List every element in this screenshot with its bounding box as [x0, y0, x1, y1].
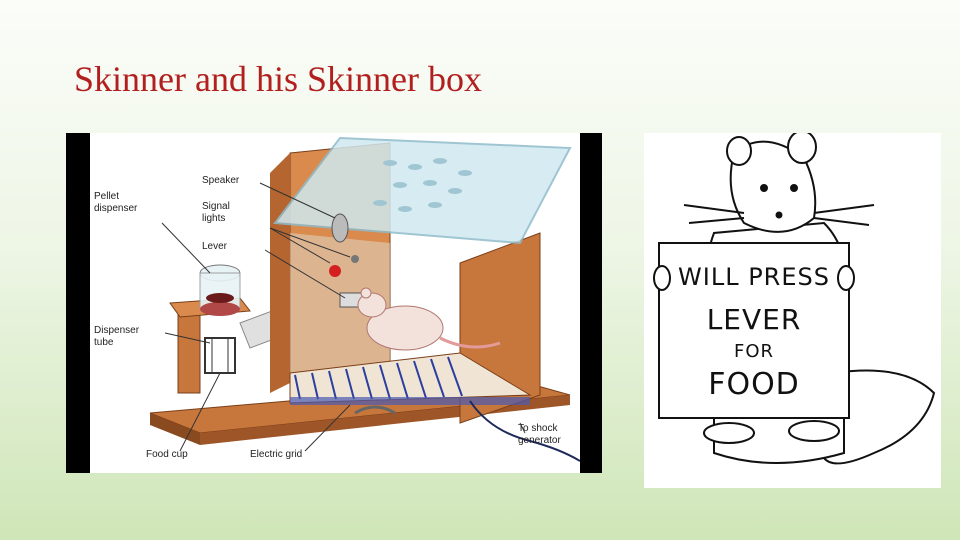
rat-cartoon-illustration	[653, 133, 936, 465]
electric-grid-floor	[289, 352, 532, 404]
sign-line-1: WILL PRESS	[678, 263, 830, 291]
skinner-box-diagram: Pellet dispenser Speaker Signal lights L…	[66, 133, 602, 473]
sign-line-3: FOR	[733, 341, 775, 362]
sign-line-4: FOOD	[708, 367, 800, 402]
drawer-handle	[354, 405, 396, 415]
diagram-canvas: Pellet dispenser Speaker Signal lights L…	[90, 133, 580, 473]
skinner-box-illustration	[149, 136, 580, 462]
electric-grid-bars	[294, 356, 463, 400]
label-food-cup: Food cup	[146, 449, 188, 460]
label-signal-lights: Signal lights	[202, 201, 230, 224]
label-electric-grid: Electric grid	[250, 449, 303, 460]
speaker	[331, 213, 349, 243]
label-lever: Lever	[202, 241, 228, 252]
rat-tail	[823, 369, 936, 465]
callout-lines	[161, 182, 526, 452]
label-pellet-dispenser: Pellet dispenser	[94, 191, 138, 214]
signal-light	[329, 265, 341, 277]
rat-ear-left	[726, 136, 752, 166]
label-shock-generator: To shock generator	[518, 423, 561, 446]
sign-line-2: LEVER	[706, 303, 802, 336]
glass-top	[273, 136, 572, 245]
dispenser-post	[177, 312, 201, 394]
rat-sign-cartoon: WILL PRESS LEVER FOR FOOD	[644, 133, 941, 488]
shock-cable	[469, 400, 580, 462]
rat	[357, 287, 501, 351]
label-dispenser-tube: Dispenser tube	[94, 325, 140, 348]
rat-ear-right	[787, 133, 817, 164]
slide-title: Skinner and his Skinner box	[74, 59, 482, 99]
glass-top-holes	[373, 158, 472, 212]
sign-board	[658, 242, 850, 419]
label-speaker: Speaker	[202, 175, 240, 186]
